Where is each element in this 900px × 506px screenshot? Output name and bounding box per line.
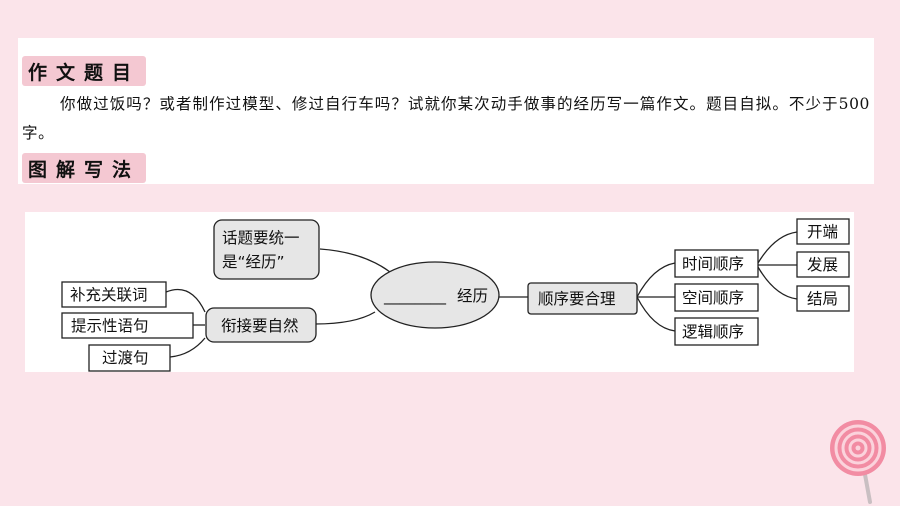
mind-map: ________ 经历 话题要统一 是“经历” 衔接要自然 补充关联词 提示性语…: [61, 218, 850, 372]
connector-cohesion: [314, 311, 376, 325]
mind-map-panel: ________ 经历 话题要统一 是“经历” 衔接要自然 补充关联词 提示性语…: [25, 212, 854, 372]
leaf-hint-sentence: [61, 312, 194, 339]
connector-time-start: [757, 231, 798, 264]
center-node: [370, 261, 500, 329]
node-cohesion-label: 衔接要自然: [221, 317, 299, 335]
heading-composition-topic: 作文题目: [22, 56, 147, 86]
center-label: 经历: [457, 287, 488, 305]
leaf-conjunction: [61, 281, 167, 308]
node-topic-line2: 是“经历”: [222, 253, 285, 271]
leaf-start: [796, 218, 850, 245]
leaf-end: [796, 285, 850, 312]
connectors: [165, 231, 798, 358]
leaf-space-order-label: 空间顺序: [682, 289, 744, 307]
assignment-prompt: 你做过饭吗？或者制作过模型、修过自行车吗？试就你某次动手做事的经历写一篇作文。题…: [22, 95, 870, 142]
node-order: [527, 282, 638, 315]
leaf-hint-sentence-label: 提示性语句: [71, 317, 149, 335]
connector-cohesion-3: [169, 337, 206, 358]
lollipop-decoration-icon: [830, 420, 886, 504]
connector-time-end: [757, 266, 798, 300]
leaf-start-label: 开端: [807, 223, 838, 241]
heading-diagram-method: 图解写法: [22, 153, 147, 183]
leaf-develop-label: 发展: [807, 256, 838, 274]
leaf-conjunction-label: 补充关联词: [70, 286, 148, 304]
node-cohesion: [205, 307, 317, 343]
leaf-transition-label: 过渡句: [102, 349, 149, 367]
connector-order-time: [636, 262, 676, 298]
leaf-logic-order: [674, 317, 759, 346]
leaf-time-order: [674, 249, 759, 278]
leaf-logic-order-label: 逻辑顺序: [682, 323, 744, 341]
connector-topic: [319, 248, 391, 273]
leaf-time-order-label: 时间顺序: [682, 255, 744, 273]
center-blank: ________: [383, 287, 446, 306]
node-topic-line1: 话题要统一: [222, 229, 300, 247]
leaf-end-label: 结局: [807, 290, 838, 308]
leaf-transition: [88, 344, 171, 372]
connector-cohesion-1: [165, 288, 206, 313]
node-topic: [213, 219, 320, 280]
leaf-space-order: [674, 283, 759, 312]
node-order-label: 顺序要合理: [538, 290, 616, 308]
assignment-panel: 作文题目 你做过饭吗？或者制作过模型、修过自行车吗？试就你某次动手做事的经历写一…: [18, 38, 874, 184]
connector-order-logic: [636, 296, 676, 332]
leaf-develop: [796, 251, 850, 278]
